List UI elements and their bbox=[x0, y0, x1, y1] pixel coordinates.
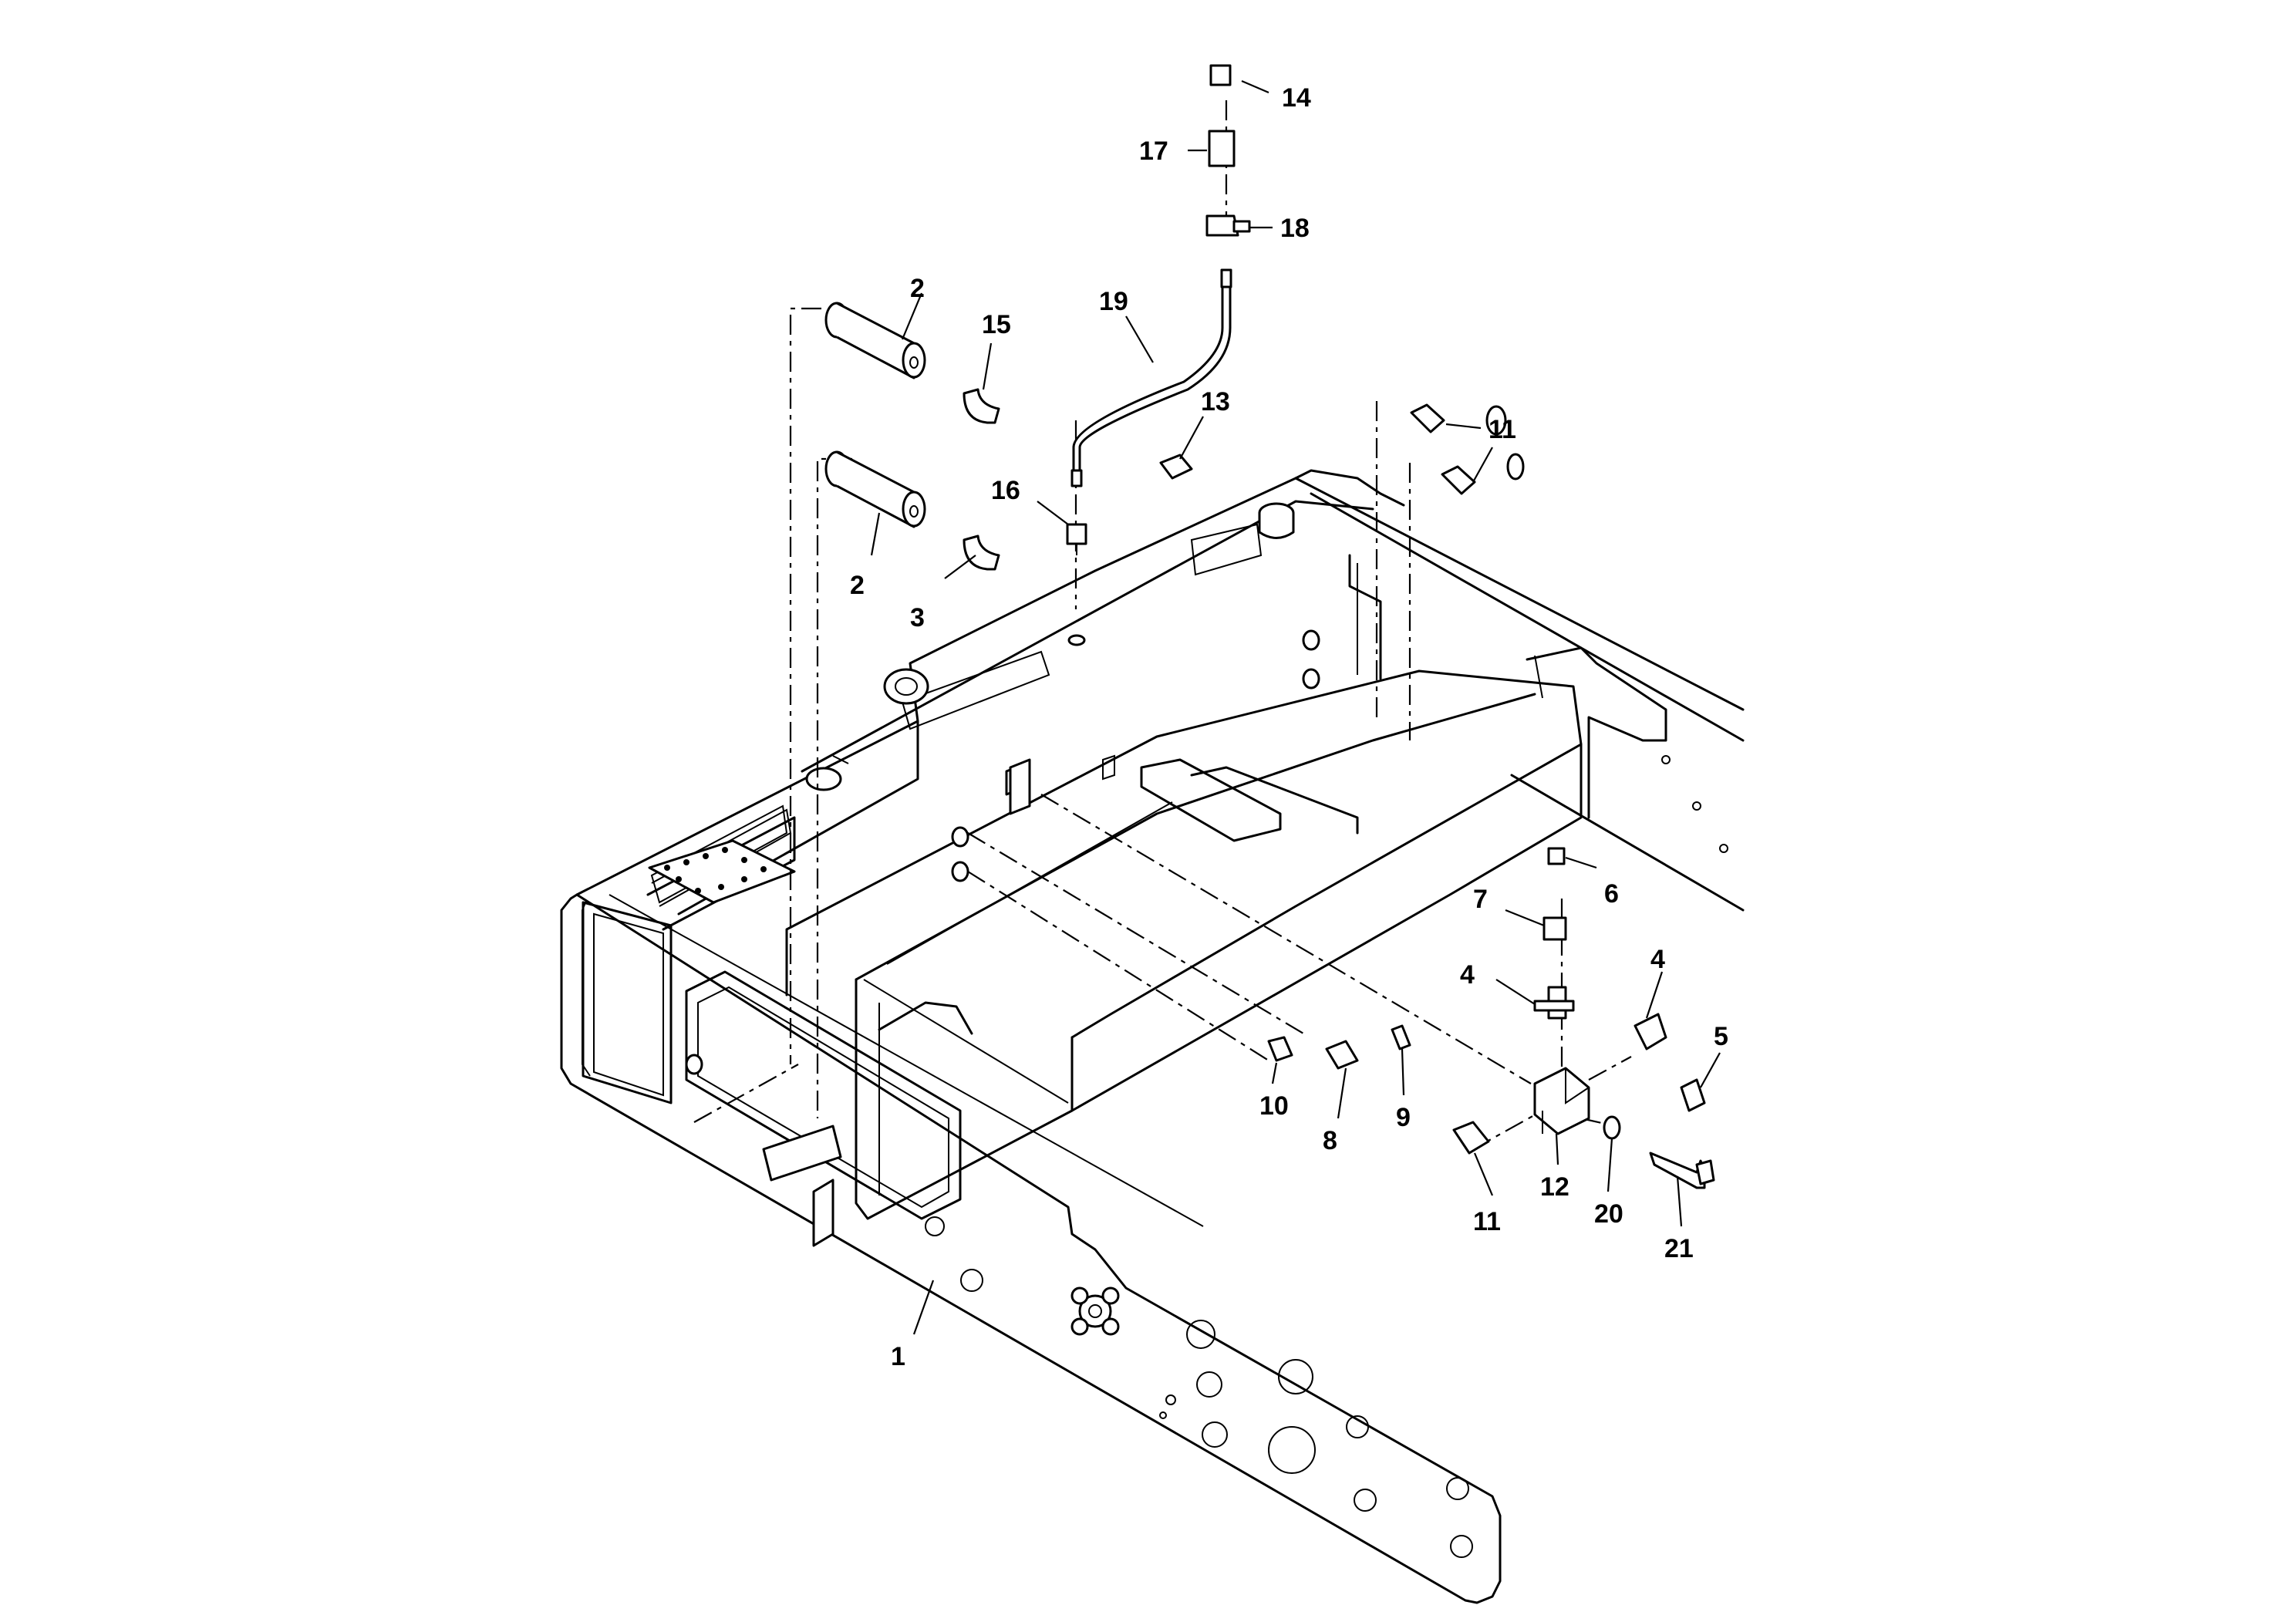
frame-assembly bbox=[560, 405, 1745, 1604]
loose-parts bbox=[685, 64, 1715, 1189]
callout-21: 21 bbox=[1664, 1234, 1694, 1263]
callout-14: 14 bbox=[1282, 83, 1311, 113]
gear-feature-icon bbox=[1070, 1286, 1120, 1336]
callout-6: 6 bbox=[1604, 879, 1619, 909]
callout-13: 13 bbox=[1201, 387, 1230, 416]
callout-10: 10 bbox=[1259, 1091, 1289, 1121]
callout-20: 20 bbox=[1594, 1199, 1623, 1229]
cylinder-lower bbox=[824, 450, 926, 528]
cylinder-upper bbox=[824, 302, 926, 379]
callout-labels: 14 17 18 19 2 15 2 3 13 16 11 6 7 4 4 5 … bbox=[850, 83, 1728, 1371]
callout-12: 12 bbox=[1540, 1172, 1569, 1202]
callout-19: 19 bbox=[1099, 287, 1128, 316]
callout-1: 1 bbox=[891, 1342, 905, 1371]
callout-11-upper: 11 bbox=[1489, 415, 1516, 444]
callout-3: 3 bbox=[910, 603, 925, 632]
cover-bolt-dots bbox=[664, 847, 767, 894]
callout-16: 16 bbox=[991, 476, 1020, 505]
callout-18: 18 bbox=[1280, 214, 1310, 243]
callout-4-left: 4 bbox=[1460, 960, 1475, 990]
callout-5: 5 bbox=[1714, 1022, 1728, 1051]
leader-lines bbox=[870, 79, 1721, 1335]
callout-7: 7 bbox=[1473, 885, 1488, 914]
callout-8: 8 bbox=[1323, 1126, 1337, 1155]
callout-9: 9 bbox=[1396, 1103, 1411, 1132]
assembly-dash-lines bbox=[693, 100, 1632, 1150]
callout-2-lower: 2 bbox=[850, 571, 865, 600]
callout-15: 15 bbox=[982, 310, 1011, 339]
callout-4-right: 4 bbox=[1650, 945, 1665, 974]
callout-11-lower: 11 bbox=[1473, 1207, 1501, 1236]
callout-17: 17 bbox=[1139, 137, 1168, 166]
callout-2-upper: 2 bbox=[910, 274, 925, 303]
